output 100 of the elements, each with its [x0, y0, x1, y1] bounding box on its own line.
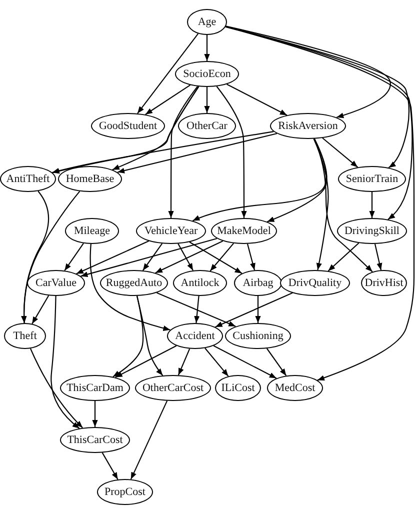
arrow: [204, 87, 210, 113]
variable-ellipse: [58, 166, 122, 192]
arrow: [226, 26, 391, 118]
variable-ellipse: [187, 9, 227, 35]
arrow: [313, 138, 329, 270]
arrow: [226, 84, 288, 116]
arrow: [64, 242, 84, 271]
variable-label: ThisCarCost: [67, 434, 123, 446]
arrow: [112, 296, 144, 378]
arrow: [90, 244, 170, 331]
variable-label: Age: [198, 16, 216, 28]
variable-ellipse: [270, 113, 346, 139]
arrow: [178, 348, 190, 376]
variable-ellipse: [100, 270, 168, 296]
arrow: [117, 132, 278, 174]
variable-ellipse: [338, 166, 406, 192]
arrow: [136, 296, 164, 376]
arrow: [204, 35, 210, 61]
arrow: [374, 244, 382, 270]
arrow: [328, 242, 360, 272]
variable-label: DrivQuality: [288, 277, 342, 289]
variable-ellipse: [211, 218, 277, 244]
variable-ellipse: [27, 270, 85, 296]
arrow: [313, 138, 373, 272]
arrow: [178, 243, 194, 271]
variable-label: OtherCar: [186, 120, 228, 132]
arrow: [225, 26, 415, 381]
variable-ellipse: [234, 270, 282, 296]
arrow: [112, 86, 200, 170]
variable-ellipse: [136, 218, 206, 244]
variable-ellipse: [178, 113, 236, 139]
variable-ellipse: [337, 218, 407, 244]
variable-ellipse: [267, 375, 323, 401]
arrow: [102, 452, 118, 480]
arrow: [255, 296, 261, 323]
arrow: [115, 345, 177, 378]
variable-ellipse: [173, 270, 227, 296]
variable-ellipse: [65, 218, 119, 244]
variable-ellipse: [167, 323, 223, 349]
arrow: [225, 26, 413, 220]
variable-ellipse: [91, 113, 165, 139]
arrow: [194, 296, 200, 324]
arrow: [76, 240, 150, 274]
variable-label: AntiTheft: [6, 173, 50, 185]
variable-label: Mileage: [74, 225, 110, 237]
arrow: [30, 348, 83, 428]
arrow: [369, 192, 375, 218]
variable-ellipse: [60, 375, 130, 401]
variable-label: CarValue: [36, 277, 76, 289]
arrow: [92, 401, 98, 427]
arrow: [142, 243, 163, 271]
variable-ellipse: [0, 166, 56, 192]
variable-label: GoodStudent: [98, 120, 158, 132]
variable-label: PropCost: [104, 486, 146, 498]
arrow: [266, 348, 287, 376]
variable-ellipse: [215, 375, 261, 401]
arrow: [50, 296, 80, 429]
arrow: [215, 292, 293, 328]
variable-ellipse: [225, 323, 291, 349]
variable-label: SocioEcon: [183, 68, 231, 80]
variable-label: Cushioning: [232, 330, 284, 342]
arrow: [189, 242, 242, 274]
arrow: [216, 86, 247, 218]
variable-ellipse: [4, 323, 46, 349]
variable-ellipse: [361, 270, 407, 296]
variable-label: VehicleYear: [144, 225, 198, 237]
variable-label: MakeModel: [217, 225, 271, 237]
arrow: [80, 238, 218, 278]
variable-label: HomeBase: [66, 173, 114, 185]
arrow: [168, 86, 198, 218]
variable-label: DrivingSkill: [344, 225, 400, 237]
arrow: [32, 295, 50, 324]
variable-ellipse: [97, 479, 153, 505]
variable-label: MedCost: [274, 382, 316, 394]
variable-label: ThisCarDam: [66, 382, 124, 394]
arrow: [210, 242, 234, 272]
arrow: [130, 400, 168, 480]
arrow: [267, 138, 328, 222]
variable-ellipse: [175, 61, 239, 87]
arrow: [156, 292, 236, 327]
variable-label: OtherCarCost: [142, 382, 204, 394]
variable-label: RiskAversion: [278, 120, 338, 132]
variable-label: DrivHist: [364, 277, 404, 289]
arrow: [137, 33, 199, 114]
arrow: [226, 26, 410, 168]
variable-label: Antilock: [180, 277, 220, 289]
arrow: [204, 348, 229, 377]
variable-ellipse: [280, 270, 350, 296]
variable-label: Accident: [175, 330, 215, 342]
arrow: [246, 244, 256, 270]
variable-label: SeniorTrain: [346, 173, 398, 185]
variable-label: Airbag: [242, 277, 274, 289]
arrow: [21, 190, 80, 324]
variable-label: Theft: [13, 330, 37, 342]
variable-label: ILiCost: [221, 382, 255, 394]
arrow: [322, 138, 358, 168]
arrow: [145, 84, 190, 115]
arrow: [213, 345, 277, 379]
variable-label: RuggedAuto: [106, 277, 162, 289]
arrow: [155, 240, 224, 274]
